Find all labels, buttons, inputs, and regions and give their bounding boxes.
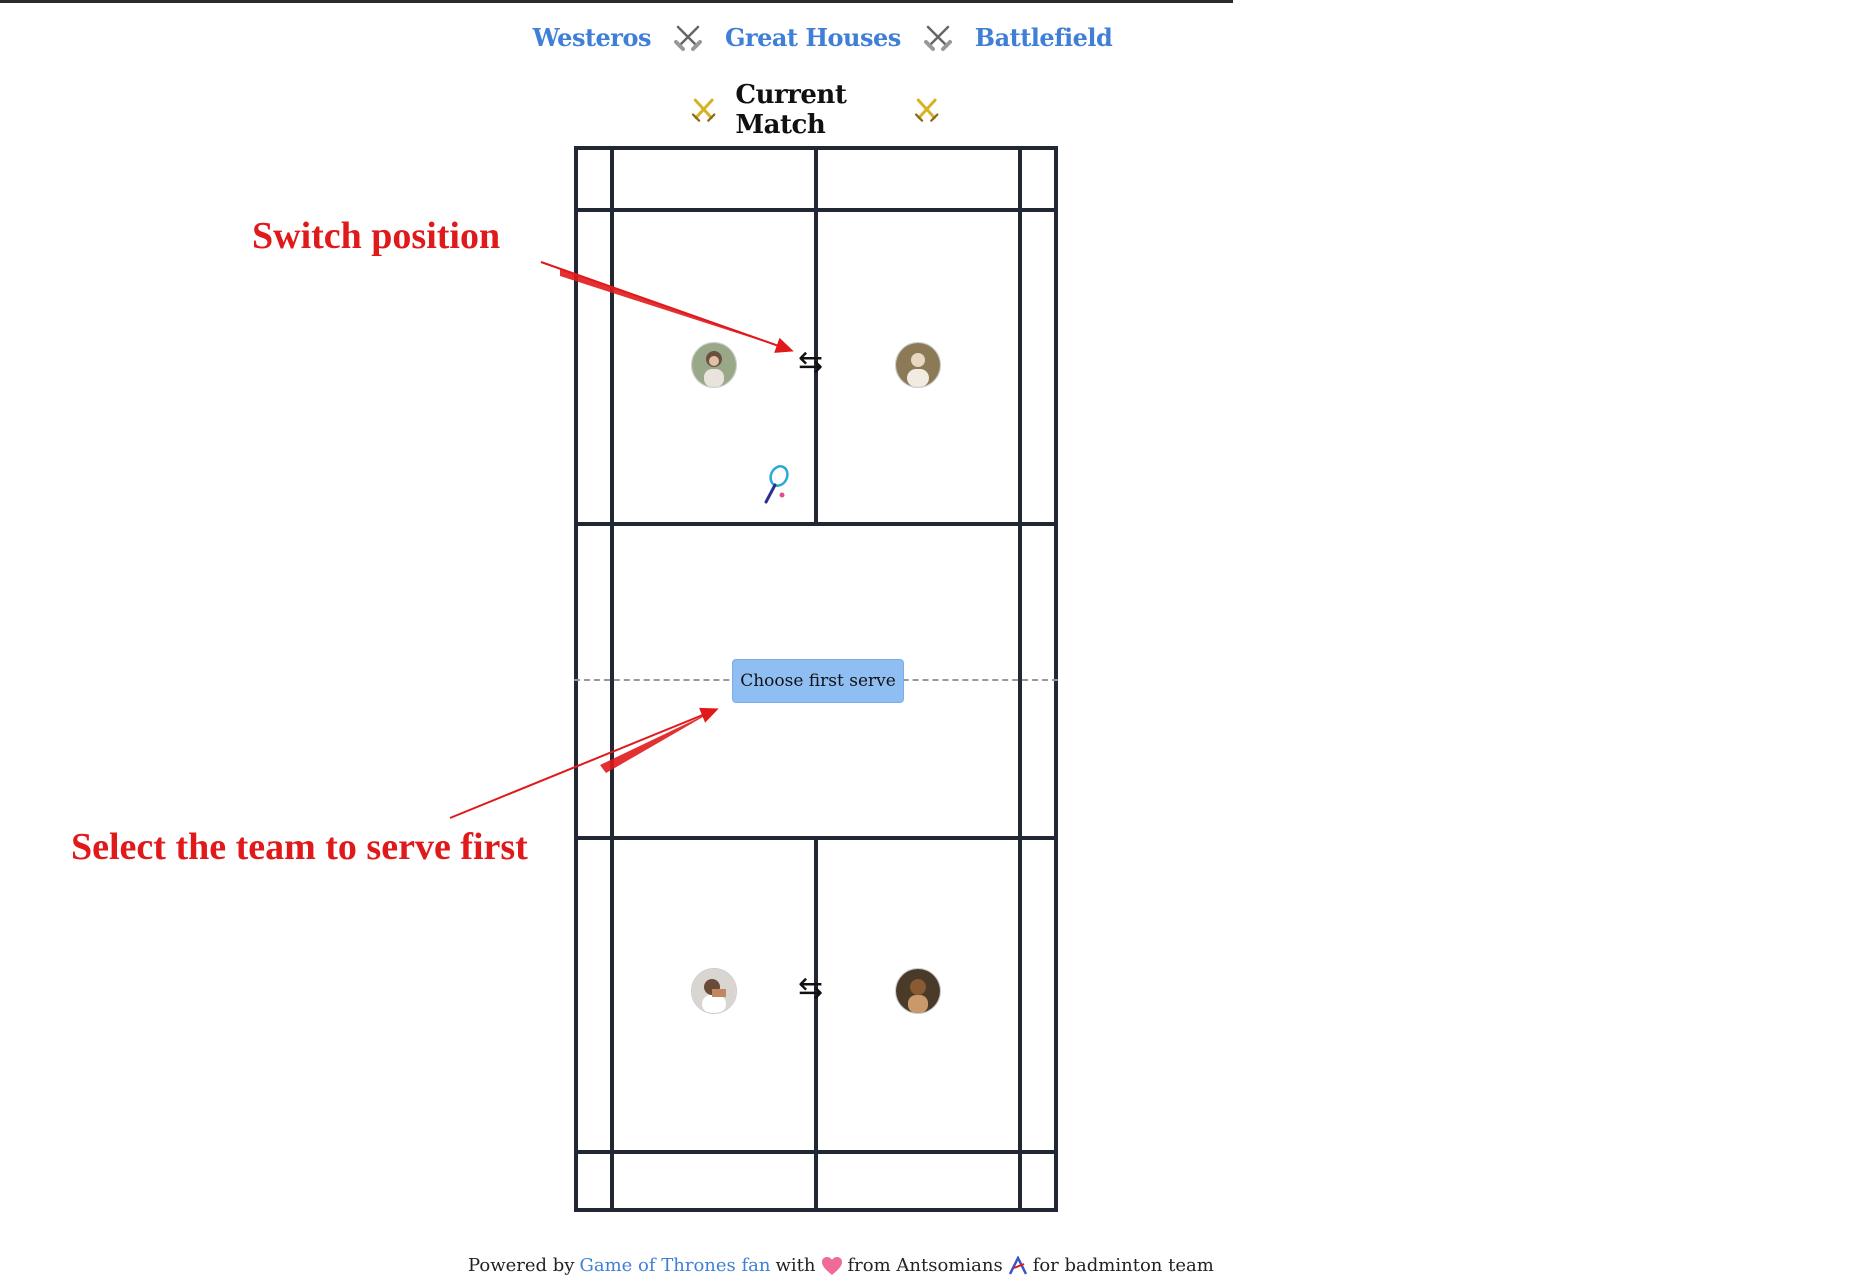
nav-westeros[interactable]: Westeros: [532, 22, 652, 52]
player-avatar-top-right[interactable]: [895, 342, 941, 388]
gold-crossed-swords-icon: [914, 98, 939, 122]
page-title: Current Match: [735, 80, 847, 140]
crossed-swords-icon: [923, 25, 952, 51]
top-border: [0, 0, 1233, 3]
switch-position-bottom-icon[interactable]: ⇆: [798, 971, 824, 1006]
footer: Powered by Game of Thrones fan with from…: [468, 1255, 1214, 1276]
nav-great-houses[interactable]: Great Houses: [724, 22, 901, 52]
player-avatar-bottom-right[interactable]: [895, 968, 941, 1014]
footer-powered-by: Powered by: [468, 1255, 575, 1276]
player-avatar-bottom-left[interactable]: [691, 968, 737, 1014]
nav-battlefield[interactable]: Battlefield: [974, 22, 1113, 52]
annotation-select-serve: Select the team to serve first: [71, 826, 528, 868]
footer-link[interactable]: Game of Thrones fan: [579, 1255, 771, 1276]
crossed-swords-icon: [673, 25, 702, 51]
court-line: [814, 150, 818, 526]
page-title-row: Current Match: [690, 80, 940, 140]
footer-suffix: for badminton team: [1032, 1255, 1214, 1276]
antsomi-logo-icon: [1008, 1255, 1027, 1275]
player-avatar-top-left[interactable]: [691, 342, 737, 388]
court-line: [814, 836, 818, 1212]
badminton-racket-icon: [764, 465, 789, 504]
arrow-to-serve-button: [449, 707, 719, 819]
main-nav: Westeros Great Houses Battlefield: [0, 22, 1633, 52]
pink-heart-icon: [821, 1256, 842, 1275]
switch-position-top-icon[interactable]: ⇆: [798, 345, 824, 380]
gold-crossed-swords-icon: [691, 98, 716, 122]
footer-with: with: [775, 1255, 816, 1276]
annotation-switch-position: Switch position: [252, 215, 501, 257]
footer-from: from Antsomians: [847, 1255, 1003, 1276]
choose-first-serve-button[interactable]: Choose first serve: [732, 659, 904, 703]
